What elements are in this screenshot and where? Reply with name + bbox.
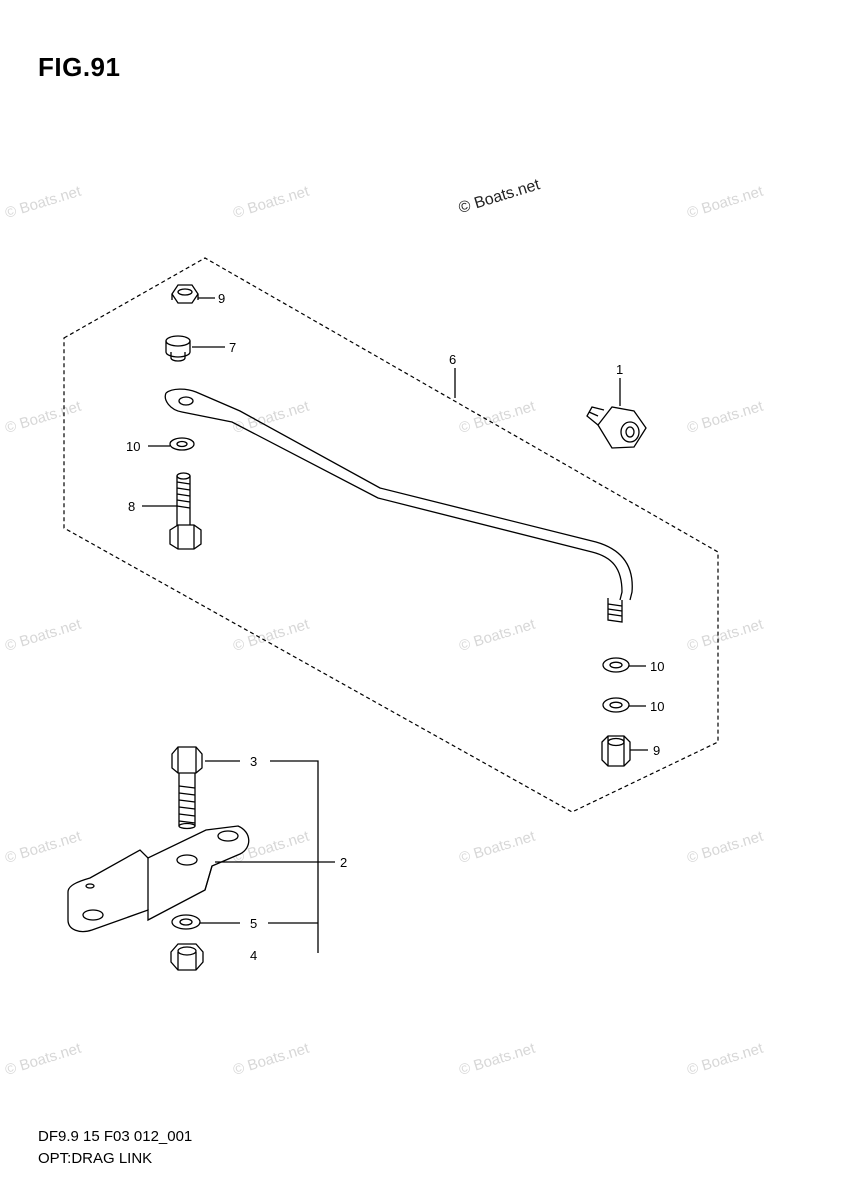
nut-top	[171, 284, 199, 304]
figure-title: FIG.91	[38, 52, 121, 82]
washer-right-a	[602, 657, 630, 673]
drawing-code: DF9.9 15 F03 012_001	[38, 1128, 193, 1145]
washer-left	[169, 437, 195, 451]
callout-nut-right: 9	[653, 743, 660, 758]
callout-washer-right-b: 10	[650, 699, 664, 714]
callout-washer-left: 10	[126, 439, 140, 454]
callout-washer-right-a: 10	[650, 659, 664, 674]
callout-nut-bracket: 4	[250, 948, 257, 963]
bracket-plate	[67, 825, 250, 933]
nut-bracket	[170, 943, 204, 971]
callout-bushing: 7	[229, 340, 236, 355]
nut-right	[601, 735, 631, 767]
washer-bracket	[171, 914, 201, 930]
callout-washer-bracket: 5	[250, 916, 257, 931]
callout-bolt-left: 8	[128, 499, 135, 514]
callout-rod: 6	[449, 352, 456, 367]
group-bracket-line	[268, 760, 319, 953]
washer-right-b	[602, 697, 630, 713]
callout-bolt-bracket: 3	[250, 754, 257, 769]
callout-nut-top: 9	[218, 291, 225, 306]
figure-description: OPT:DRAG LINK	[38, 1150, 153, 1167]
callout-bracket: 2	[340, 855, 347, 870]
bolt-bracket	[171, 746, 203, 830]
bolt-left	[169, 472, 202, 550]
callout-joint: 1	[616, 362, 623, 377]
ball-joint	[586, 406, 647, 449]
bushing	[165, 335, 191, 362]
kit-boundary	[63, 257, 719, 813]
drag-link-rod	[164, 388, 633, 623]
